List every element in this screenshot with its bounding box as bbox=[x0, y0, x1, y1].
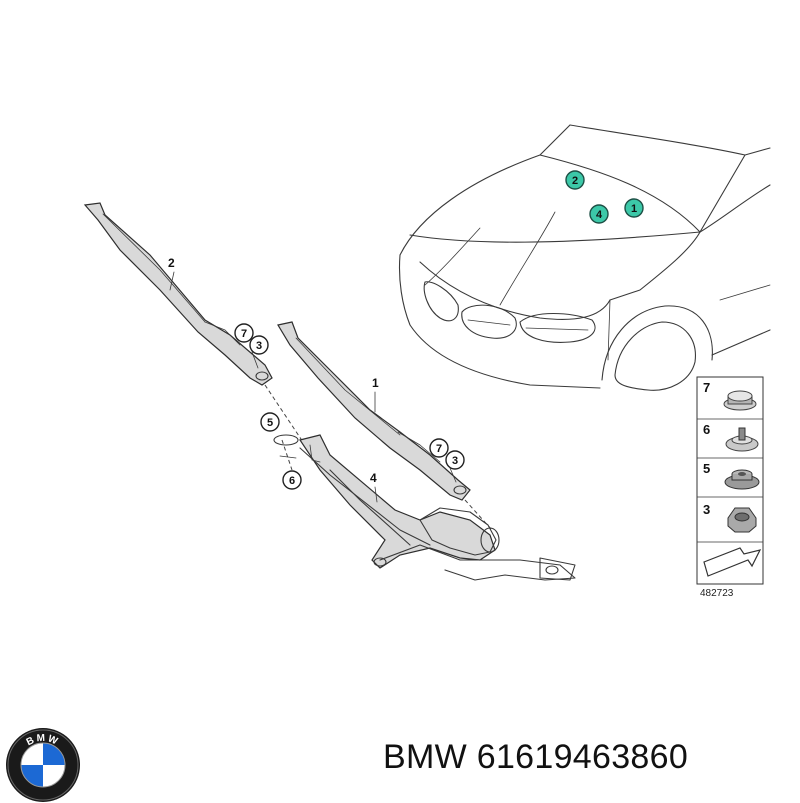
svg-text:1: 1 bbox=[631, 203, 637, 215]
wiper-arm-right bbox=[277, 321, 471, 501]
svg-text:7: 7 bbox=[241, 328, 247, 340]
car-marker-1: 1 bbox=[624, 198, 644, 218]
hex-nut-icon bbox=[727, 507, 757, 533]
bmw-roundel-icon: BMW bbox=[6, 728, 80, 802]
assembly-line-left bbox=[264, 384, 306, 446]
washer-part bbox=[273, 434, 299, 446]
stud-bushing-icon bbox=[725, 427, 759, 452]
cap-nut-icon bbox=[723, 390, 757, 411]
svg-text:3: 3 bbox=[256, 340, 262, 352]
car-front-outline bbox=[398, 124, 771, 391]
direction-arrow-icon bbox=[703, 547, 762, 577]
callout-5: 5 bbox=[260, 412, 280, 432]
svg-text:6: 6 bbox=[289, 475, 295, 487]
part-caption: BMW 61619463860 bbox=[383, 738, 688, 777]
legend-item-6: 6 bbox=[703, 422, 759, 452]
diagram-id-label: 482723 bbox=[700, 588, 734, 599]
brand-name: BMW bbox=[383, 738, 467, 776]
legend-item-7: 7 bbox=[703, 380, 757, 411]
legend-item-5: 5 bbox=[703, 461, 760, 490]
callout-6: 6 bbox=[282, 470, 302, 490]
callout-4: 4 bbox=[370, 471, 377, 485]
svg-text:2: 2 bbox=[572, 175, 578, 187]
car-marker-4: 4 bbox=[589, 204, 609, 224]
wiper-arm-left bbox=[83, 202, 273, 386]
car-marker-2: 2 bbox=[565, 170, 585, 190]
callout-7-left: 7 bbox=[234, 323, 254, 343]
callout-1: 1 bbox=[372, 376, 379, 390]
callout-7-right: 7 bbox=[429, 438, 449, 458]
svg-text:7: 7 bbox=[436, 443, 442, 455]
svg-text:BMW: BMW bbox=[25, 733, 61, 748]
logo-letters: BMW bbox=[25, 733, 59, 748]
svg-text:6: 6 bbox=[703, 422, 710, 437]
callout-3-left: 3 bbox=[249, 335, 269, 355]
svg-text:3: 3 bbox=[452, 455, 458, 467]
parts-legend: 7 6 5 3 bbox=[696, 376, 764, 585]
svg-text:5: 5 bbox=[267, 417, 273, 429]
rubber-grommet-icon bbox=[724, 469, 760, 490]
svg-text:5: 5 bbox=[703, 461, 710, 476]
wiper-linkage bbox=[299, 434, 576, 581]
legend-item-3: 3 bbox=[703, 502, 757, 533]
callout-2: 2 bbox=[168, 256, 175, 270]
assembly-line-washer bbox=[281, 439, 293, 471]
part-number: 61619463860 bbox=[476, 738, 689, 776]
callout-3-right: 3 bbox=[445, 450, 465, 470]
svg-text:3: 3 bbox=[703, 502, 710, 517]
svg-text:7: 7 bbox=[703, 380, 710, 395]
svg-text:4: 4 bbox=[596, 209, 603, 221]
